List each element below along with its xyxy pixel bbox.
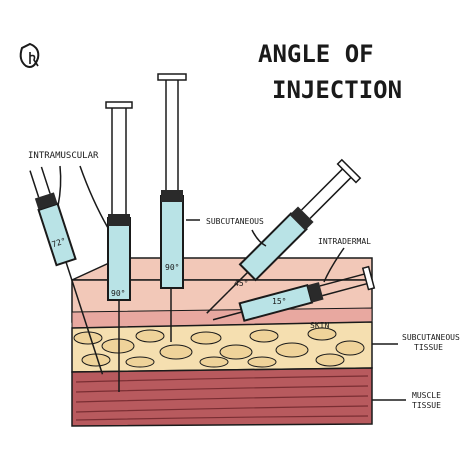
label-skin: SKIN (310, 321, 329, 330)
label-subcutaneous-tissue-1: SUBCUTANEOUS (402, 333, 460, 342)
arrow-intradermal (323, 247, 345, 283)
label-subcutaneous-tissue-2: TISSUE (414, 343, 443, 352)
fat-cells (73, 327, 365, 368)
arrow-subcutaneous-2 (251, 229, 267, 247)
muscle-layer (71, 367, 373, 427)
title-line-2: INJECTION (272, 76, 402, 104)
angle-label-15: 15° (272, 297, 286, 306)
angle-label-45: 45° (234, 279, 248, 288)
arrow-intramuscular-2 (79, 165, 109, 229)
angle-label-90-sc: 90° (165, 263, 179, 272)
label-intramuscular: INTRAMUSCULAR (28, 151, 99, 161)
muscle-fibers (75, 375, 369, 421)
label-muscle-tissue-1: MUSCLE (412, 391, 441, 400)
label-intradermal: INTRADERMAL (318, 237, 371, 246)
arrow-intramuscular-1 (57, 165, 62, 207)
syringe-im-72: 72° (29, 166, 104, 375)
title-line-1: ANGLE OF (258, 40, 374, 68)
angle-label-90-im: 90° (111, 289, 125, 298)
syringe-id-15 (212, 265, 376, 322)
angle-label-72: 72° (51, 236, 68, 249)
artist-logo (19, 42, 40, 68)
label-muscle-tissue-2: TISSUE (412, 401, 441, 410)
syringe-sc-45 (206, 158, 362, 314)
label-subcutaneous: SUBCUTANEOUS (206, 217, 264, 226)
syringe-sc-90: 90° (157, 73, 187, 342)
syringe-im-90: 90° (105, 101, 133, 392)
